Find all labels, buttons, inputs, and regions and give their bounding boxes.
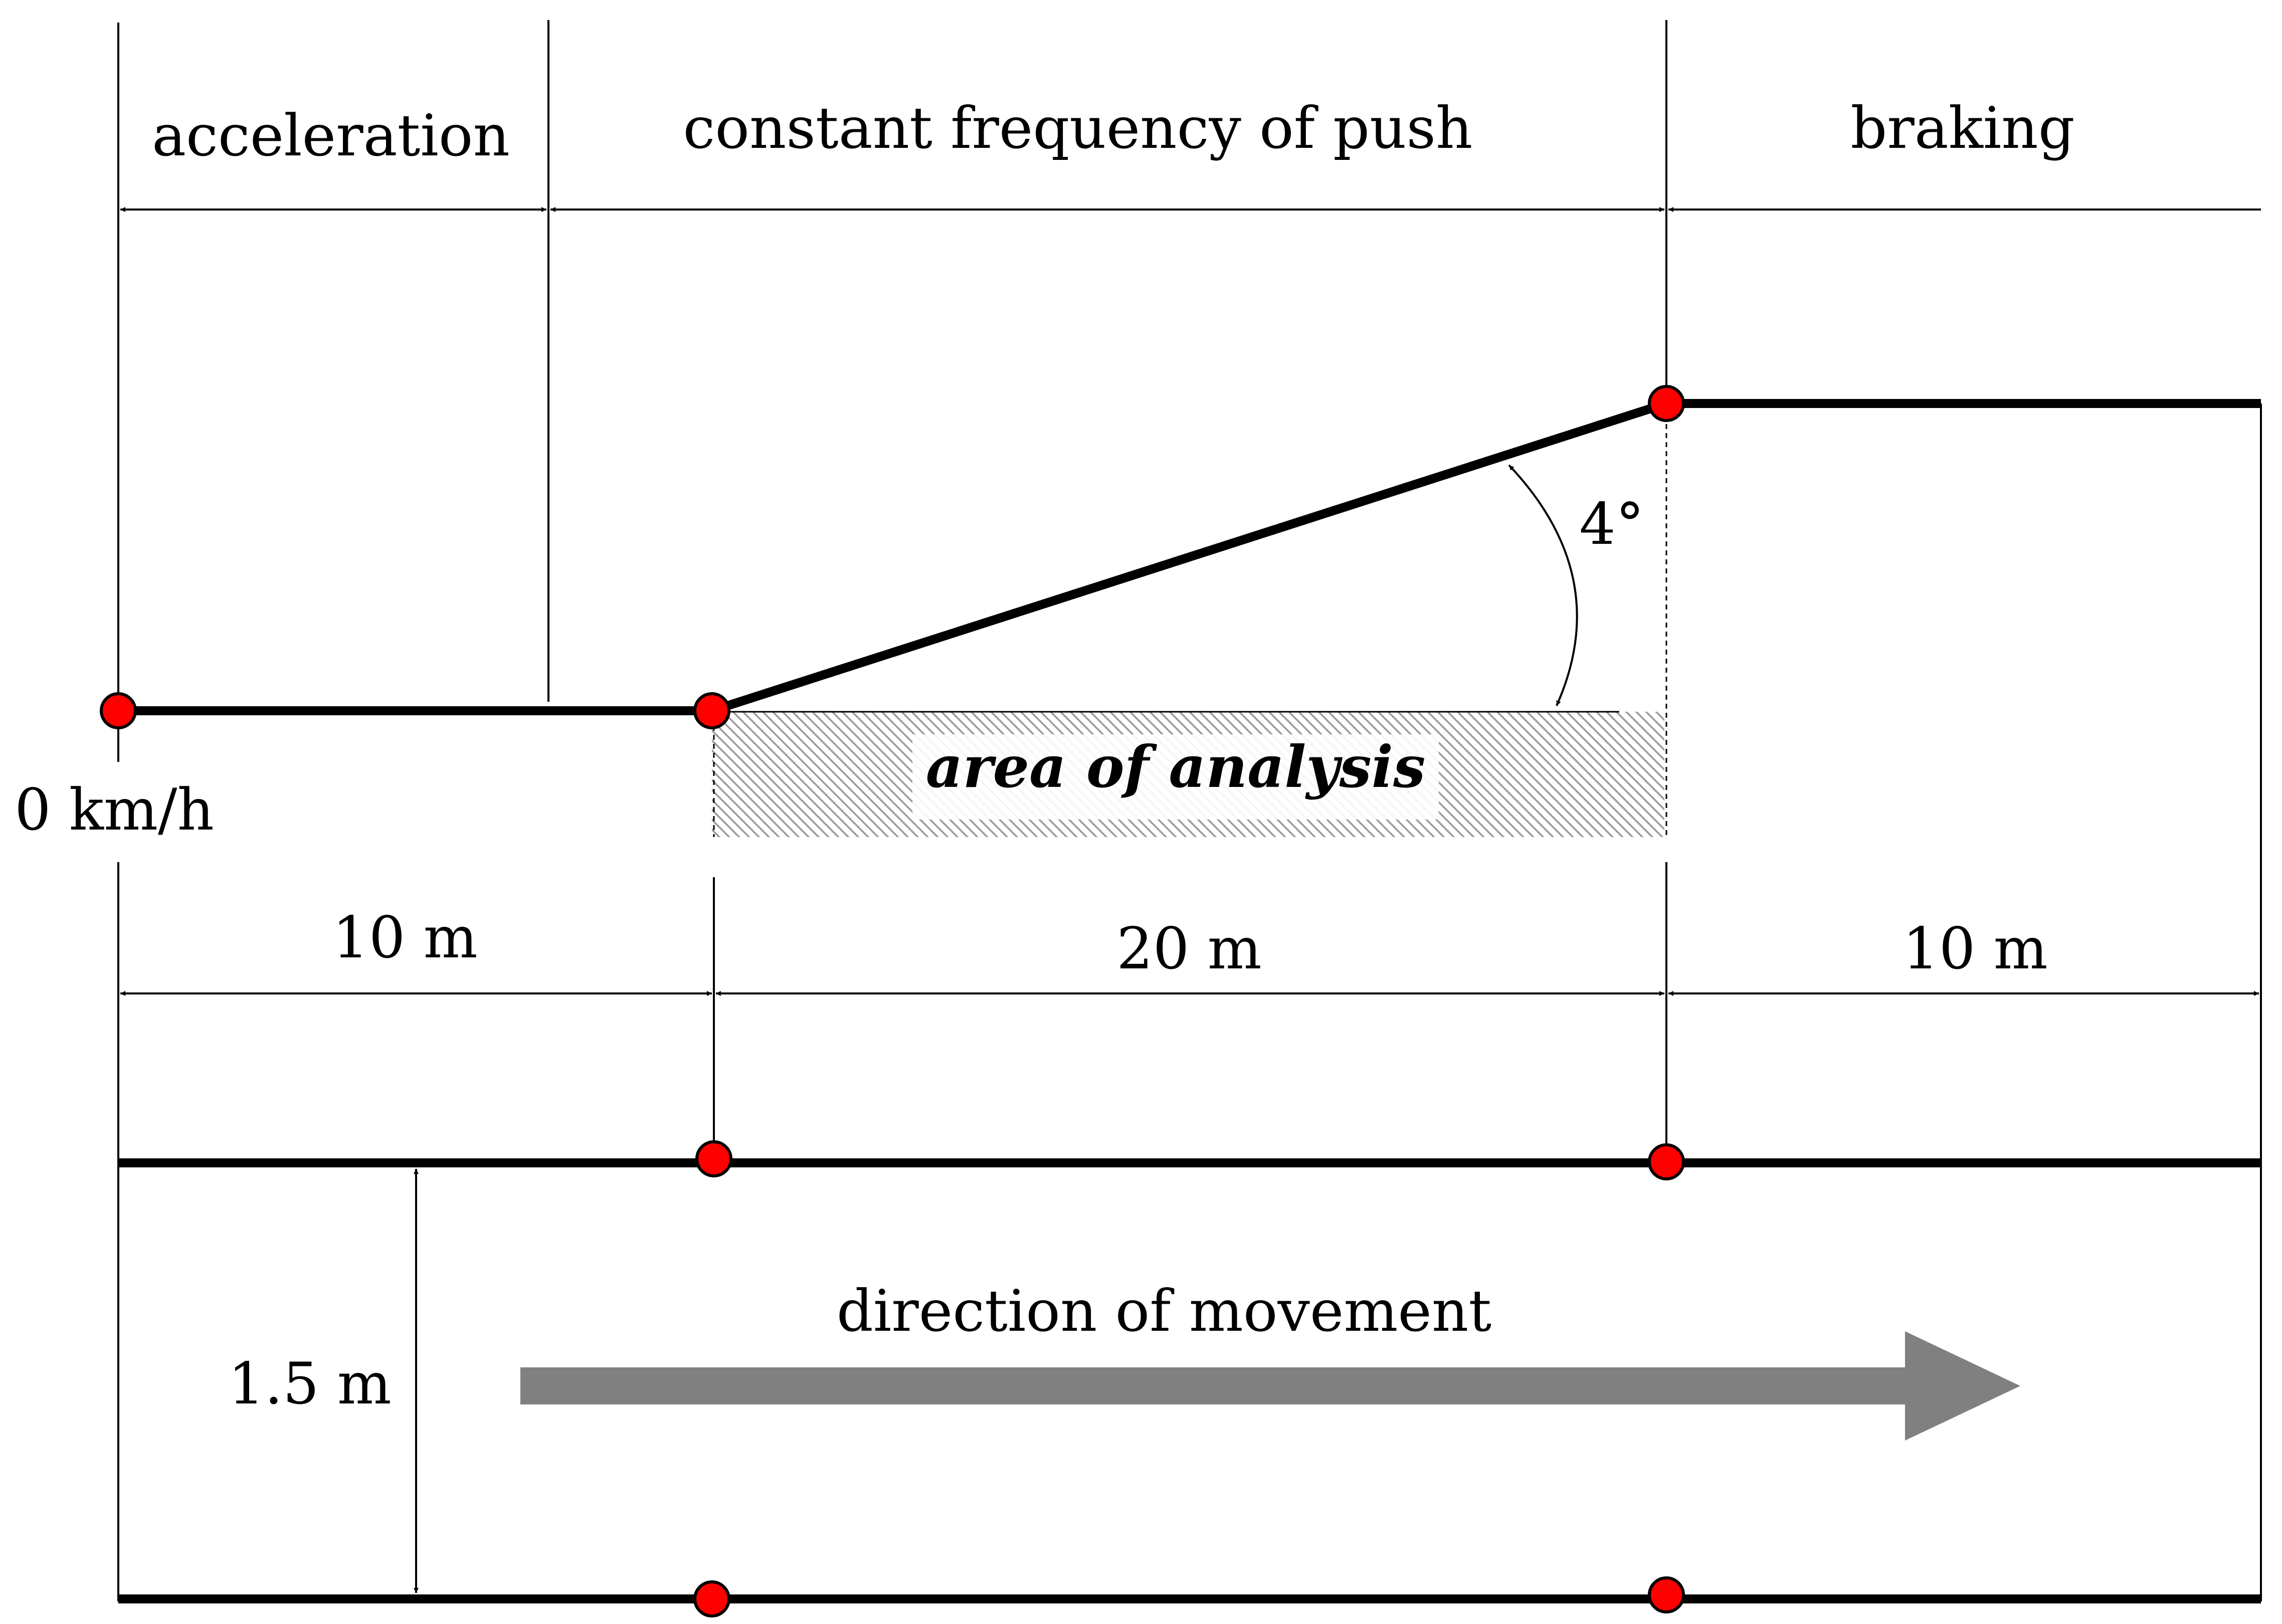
marker-start: [100, 692, 137, 729]
marker-slope-start: [693, 692, 730, 729]
area-label-bg: [912, 734, 1439, 820]
distance-accel-label: 10 m: [332, 904, 477, 971]
track-marker-lower-left: [693, 1580, 730, 1617]
phase-acceleration-label: acceleration: [152, 102, 510, 169]
track-markers: [693, 1140, 1685, 1617]
profile-markers: [100, 385, 1685, 729]
top-boundary-lines: [117, 20, 1667, 762]
phase-constant-label: constant frequency of push: [683, 95, 1473, 161]
area-label: area of analysis: [926, 733, 1426, 800]
track-width-label: 1.5 m: [228, 1350, 392, 1417]
track-top-view: 1.5 m direction of movement: [118, 1140, 2261, 1617]
distance-analysis-label: 20 m: [1116, 915, 1261, 982]
elevation-profile: [118, 399, 2261, 715]
track-marker-lower-right: [1648, 1576, 1685, 1613]
marker-slope-end: [1648, 385, 1685, 422]
angle-label: 4°: [1579, 491, 1644, 557]
area-of-analysis: area of analysis: [712, 712, 1664, 837]
direction-arrow: [520, 1331, 2020, 1441]
distance-braking-label: 10 m: [1903, 915, 2047, 982]
direction-label: direction of movement: [837, 1278, 1491, 1344]
angle-arc: [1508, 464, 1578, 706]
start-speed-label: 0 km/h: [15, 776, 214, 843]
lower-boundary-lines: [117, 862, 2262, 1601]
track-marker-upper-right: [1648, 1143, 1685, 1180]
track-marker-upper-left: [695, 1140, 732, 1177]
phase-braking-label: braking: [1850, 95, 2074, 161]
